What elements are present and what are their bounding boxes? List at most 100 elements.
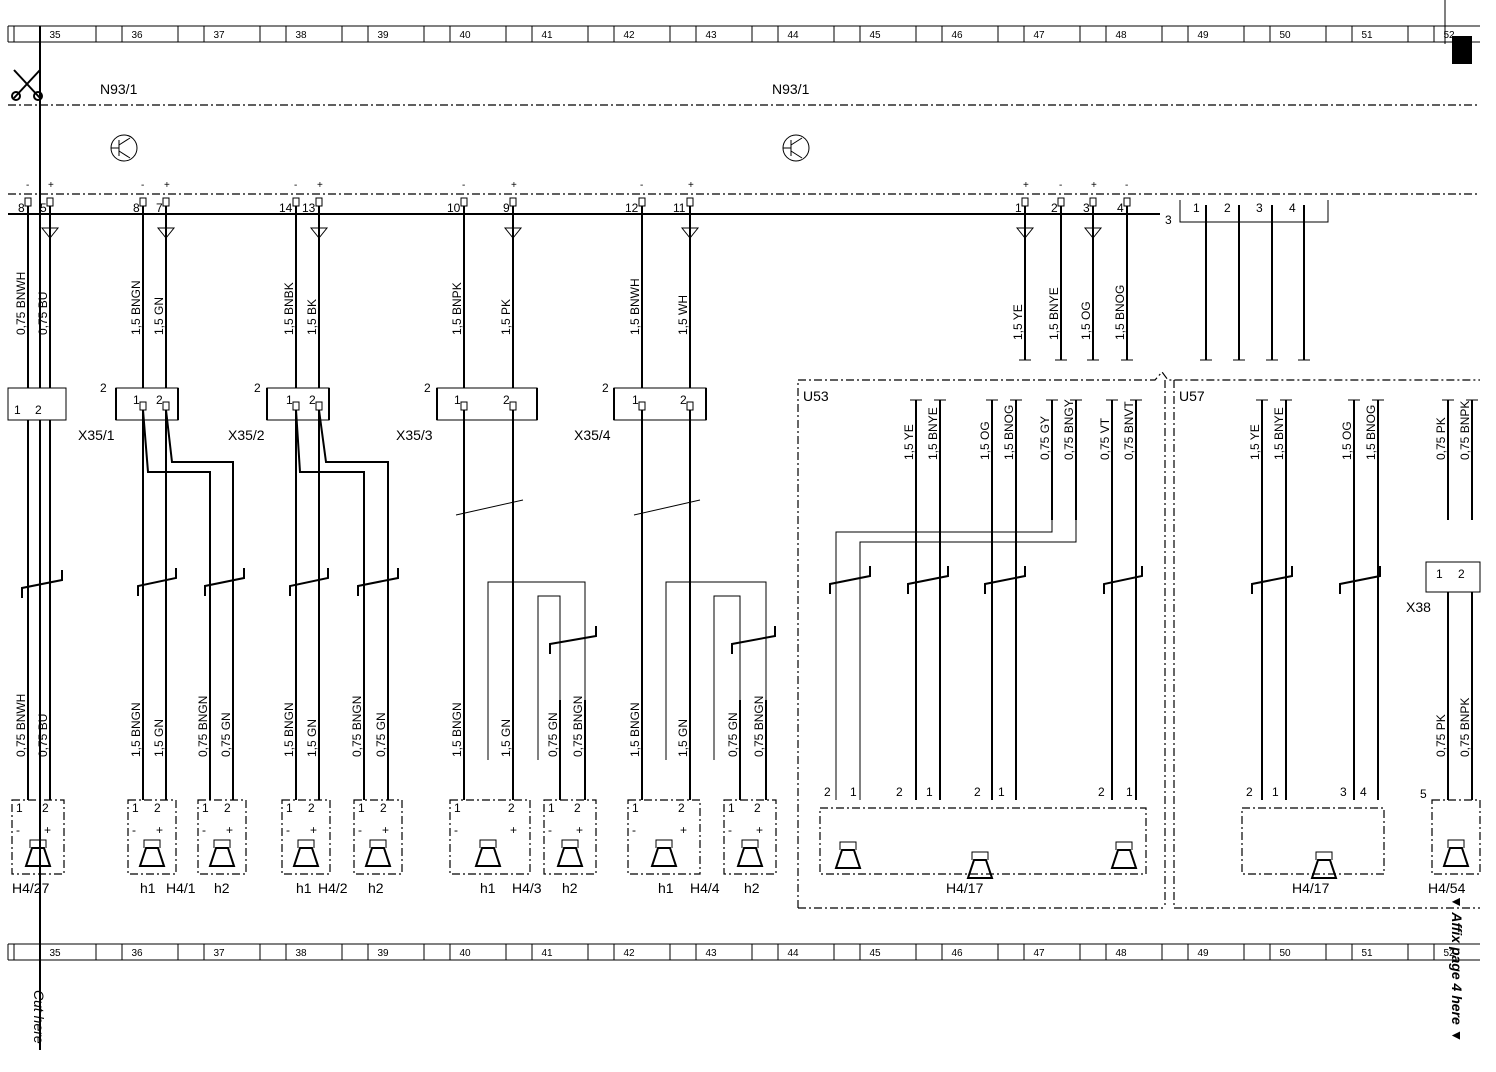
connector-3-pin: 2	[1224, 201, 1231, 215]
pin-polarity: +	[1091, 180, 1097, 191]
grid-number: 48	[1115, 30, 1127, 41]
grid-number: 50	[1279, 948, 1291, 959]
wire-label: 1,5 BNYE	[1047, 287, 1061, 340]
speaker-icon	[556, 839, 584, 867]
pin-terminal	[162, 197, 170, 207]
speaker-pin: -	[548, 823, 552, 837]
pin-polarity: -	[1125, 180, 1128, 191]
wire-label: 1,5 BNGN	[282, 702, 296, 757]
speaker-pin: 2	[508, 801, 515, 815]
speaker-icon	[1110, 841, 1138, 869]
connector-name: X35/1	[78, 427, 115, 443]
speaker-pin: 1	[1272, 785, 1279, 799]
speaker-label: H4/3	[512, 880, 542, 896]
connector-pin: 2	[156, 393, 163, 407]
speaker-housing-u53	[819, 807, 1147, 875]
speaker-label: H4/27	[12, 880, 50, 896]
grid-number: 49	[1197, 30, 1209, 41]
connector-number: 2	[100, 381, 107, 395]
cut-here-label: Cut here	[31, 990, 47, 1044]
grid-number: 44	[787, 30, 799, 41]
speaker-label: H4/17	[946, 880, 984, 896]
wire-label: 1,5 GN	[499, 719, 513, 757]
speaker-icon	[650, 839, 678, 867]
speaker-pin: 4	[1360, 785, 1367, 799]
pin-number: 14	[279, 201, 293, 215]
speaker-pin: +	[310, 823, 317, 837]
speaker-pin: -	[454, 823, 458, 837]
twisted-pair-mark	[549, 626, 597, 654]
pin-terminal	[139, 197, 147, 207]
connector-pin: 2	[680, 393, 687, 407]
speaker-pin: 2	[1098, 785, 1105, 799]
connector-number: 5	[1420, 787, 1427, 801]
fuse-symbol	[309, 227, 329, 239]
pin-terminal	[315, 197, 323, 207]
speaker-pin: 2	[974, 785, 981, 799]
speaker-pin: 1	[358, 801, 365, 815]
grid-number: 44	[787, 948, 799, 959]
speaker-housing-u57	[1241, 807, 1385, 875]
speaker-label: h2	[214, 880, 230, 896]
speaker-housing	[449, 799, 531, 875]
connector-pin: 1	[454, 393, 461, 407]
pin-number: 12	[625, 201, 639, 215]
pin-number: 13	[302, 201, 316, 215]
speaker-pin: 2	[574, 801, 581, 815]
wire-label: 1,5 YE	[1011, 304, 1025, 340]
scissors-icon	[11, 69, 43, 101]
speaker-icon	[292, 839, 320, 867]
wire-label: 0,75 BNGN	[752, 696, 766, 757]
grid-number: 41	[541, 948, 553, 959]
speaker-icon	[1310, 851, 1338, 879]
grid-number: 52	[1443, 948, 1455, 959]
grid-number: 49	[1197, 948, 1209, 959]
grid-number: 38	[295, 948, 307, 959]
wire-label: 0,75 BNPK	[1458, 698, 1472, 757]
affix-page-label: ▼ Affix page 4 here ▼	[1449, 895, 1465, 1043]
wire-label: 1,5 GN	[152, 719, 166, 757]
connector-name: X38	[1406, 599, 1431, 615]
wire-label: 0,75 BNGN	[350, 696, 364, 757]
speaker-pin: 1	[632, 801, 639, 815]
fuse-symbol	[1015, 227, 1035, 239]
speaker-housing	[353, 799, 403, 875]
speaker-label: H4/1	[166, 880, 196, 896]
grid-number: 46	[951, 948, 963, 959]
speaker-pin: -	[632, 823, 636, 837]
speaker-icon	[1442, 839, 1470, 867]
pin-number: 1	[1015, 201, 1022, 215]
grid-number: 45	[869, 30, 881, 41]
grid-number: 39	[377, 30, 389, 41]
speaker-pin: +	[756, 823, 763, 837]
speaker-pin: -	[286, 823, 290, 837]
fuse-symbol	[1083, 227, 1103, 239]
speaker-icon	[364, 839, 392, 867]
speaker-pin: 2	[896, 785, 903, 799]
speaker-pin: +	[576, 823, 583, 837]
wire-label: 1,5 BNGN	[628, 702, 642, 757]
module-label-right: N93/1	[772, 81, 810, 97]
wire-label: 1,5 BNBK	[282, 282, 296, 335]
pin-polarity: +	[688, 180, 694, 191]
diagram-dynamic-layer: -8+5-8+7-14+13-10+9-12+11+1-2+3-40,75 BN…	[7, 180, 1481, 896]
grid-number: 37	[213, 948, 225, 959]
pin-polarity: -	[294, 180, 297, 191]
wire-label: 1,5 BNOG	[1364, 405, 1378, 460]
speaker-label: h1	[140, 880, 156, 896]
speaker-pin: 1	[132, 801, 139, 815]
page-marker-block	[1452, 36, 1472, 64]
speaker-pin: 1	[548, 801, 555, 815]
connector-3-pin: 3	[1256, 201, 1263, 215]
speaker-housing	[627, 799, 701, 875]
pin-number: 9	[503, 201, 510, 215]
wire-label: 0,75 BNWH	[14, 272, 28, 335]
wire-label: 1,5 BNYE	[1272, 407, 1286, 460]
grid-number: 51	[1361, 30, 1373, 41]
connector-3-pin: 4	[1289, 201, 1296, 215]
wire-label: 1,5 OG	[1079, 301, 1093, 340]
wire-label: 0,75 BNGN	[196, 696, 210, 757]
